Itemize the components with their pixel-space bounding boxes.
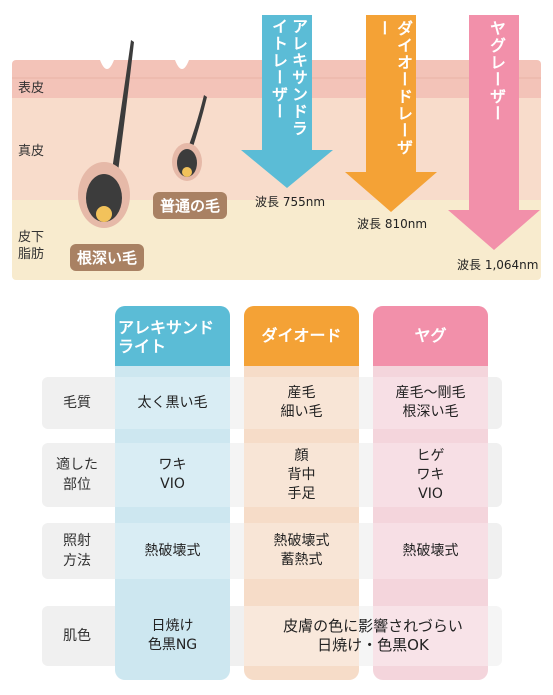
cell-area-diode: 顔 背中 手足 [287, 447, 316, 502]
fine-hair-papilla [182, 167, 192, 177]
cell-method-yag: 熱破壊式 [402, 542, 459, 559]
fine-hair-shaft [188, 95, 207, 150]
diode-wavelength: 波長 810nm [357, 217, 428, 231]
row-label-suitable-area: 適した 部位 [56, 457, 98, 493]
row-label-skin-color: 肌色 [63, 628, 91, 644]
deep-hair-label: 根深い毛 [70, 244, 145, 271]
cell-hair-type-alexandrite: 太く黒い毛 [137, 394, 208, 411]
cell-skin-diode-yag-merged: 皮膚の色に影響されづらい 日焼け・色黒OK [283, 617, 463, 654]
header-diode: ダイオード [261, 326, 342, 345]
yag-wavelength: 波長 1,064nm [457, 258, 539, 272]
cell-area-alexandrite: ワキ VIO [158, 457, 187, 492]
cell-skin-alexandrite: 日焼け 色黒NG [147, 618, 198, 653]
cell-area-yag: ヒゲ ワキ VIO [416, 447, 445, 502]
column-yag [373, 306, 488, 680]
deep-hair-shaft [112, 40, 134, 172]
deep-hair-papilla [96, 206, 112, 222]
row-label-irradiation-method: 照射 方法 [63, 533, 91, 569]
alexandrite-wavelength: 波長 755nm [255, 195, 326, 209]
skin-layers-svg [12, 15, 541, 280]
subcutaneous-label: 皮下 脂肪 [18, 230, 45, 262]
column-alexandrite [115, 306, 230, 680]
diode-laser-arrow [345, 15, 437, 212]
yag-laser-label: ヤグレーザー [487, 20, 506, 122]
epidermis-label: 表皮 [18, 81, 45, 96]
comparison-table: アレキサンド ライト ダイオード ヤグ 毛質 適した 部位 照射 方法 肌色 太… [0, 290, 553, 695]
cell-method-alexandrite: 熱破壊式 [144, 542, 201, 559]
deep-hair-bulb [86, 174, 122, 222]
alexandrite-laser-arrow [241, 15, 333, 188]
fine-hair-label: 普通の毛 [153, 192, 228, 219]
alexandrite-laser-label: アレキサンドライトレーザー [269, 18, 308, 137]
fine-hair-bulb [177, 149, 197, 177]
cell-method-diode: 熱破壊式 蓄熱式 [273, 533, 330, 568]
column-diode [244, 306, 359, 680]
cell-hair-type-diode: 産毛 細い毛 [280, 385, 323, 420]
row-label-hair-type: 毛質 [63, 395, 91, 411]
dermis-label: 真皮 [18, 144, 45, 159]
diode-laser-label: ダイオードレーザー [374, 20, 413, 156]
cell-hair-type-yag: 産毛〜剛毛 根深い毛 [395, 385, 466, 420]
header-alexandrite: アレキサンド ライト [118, 318, 215, 356]
yag-laser-arrow [448, 15, 540, 250]
skin-layer-diagram: 表皮 真皮 皮下 脂肪 根深い毛 普通の毛 アレキサンドライトレーザー ダイオー… [0, 0, 553, 290]
header-yag: ヤグ [414, 326, 447, 345]
